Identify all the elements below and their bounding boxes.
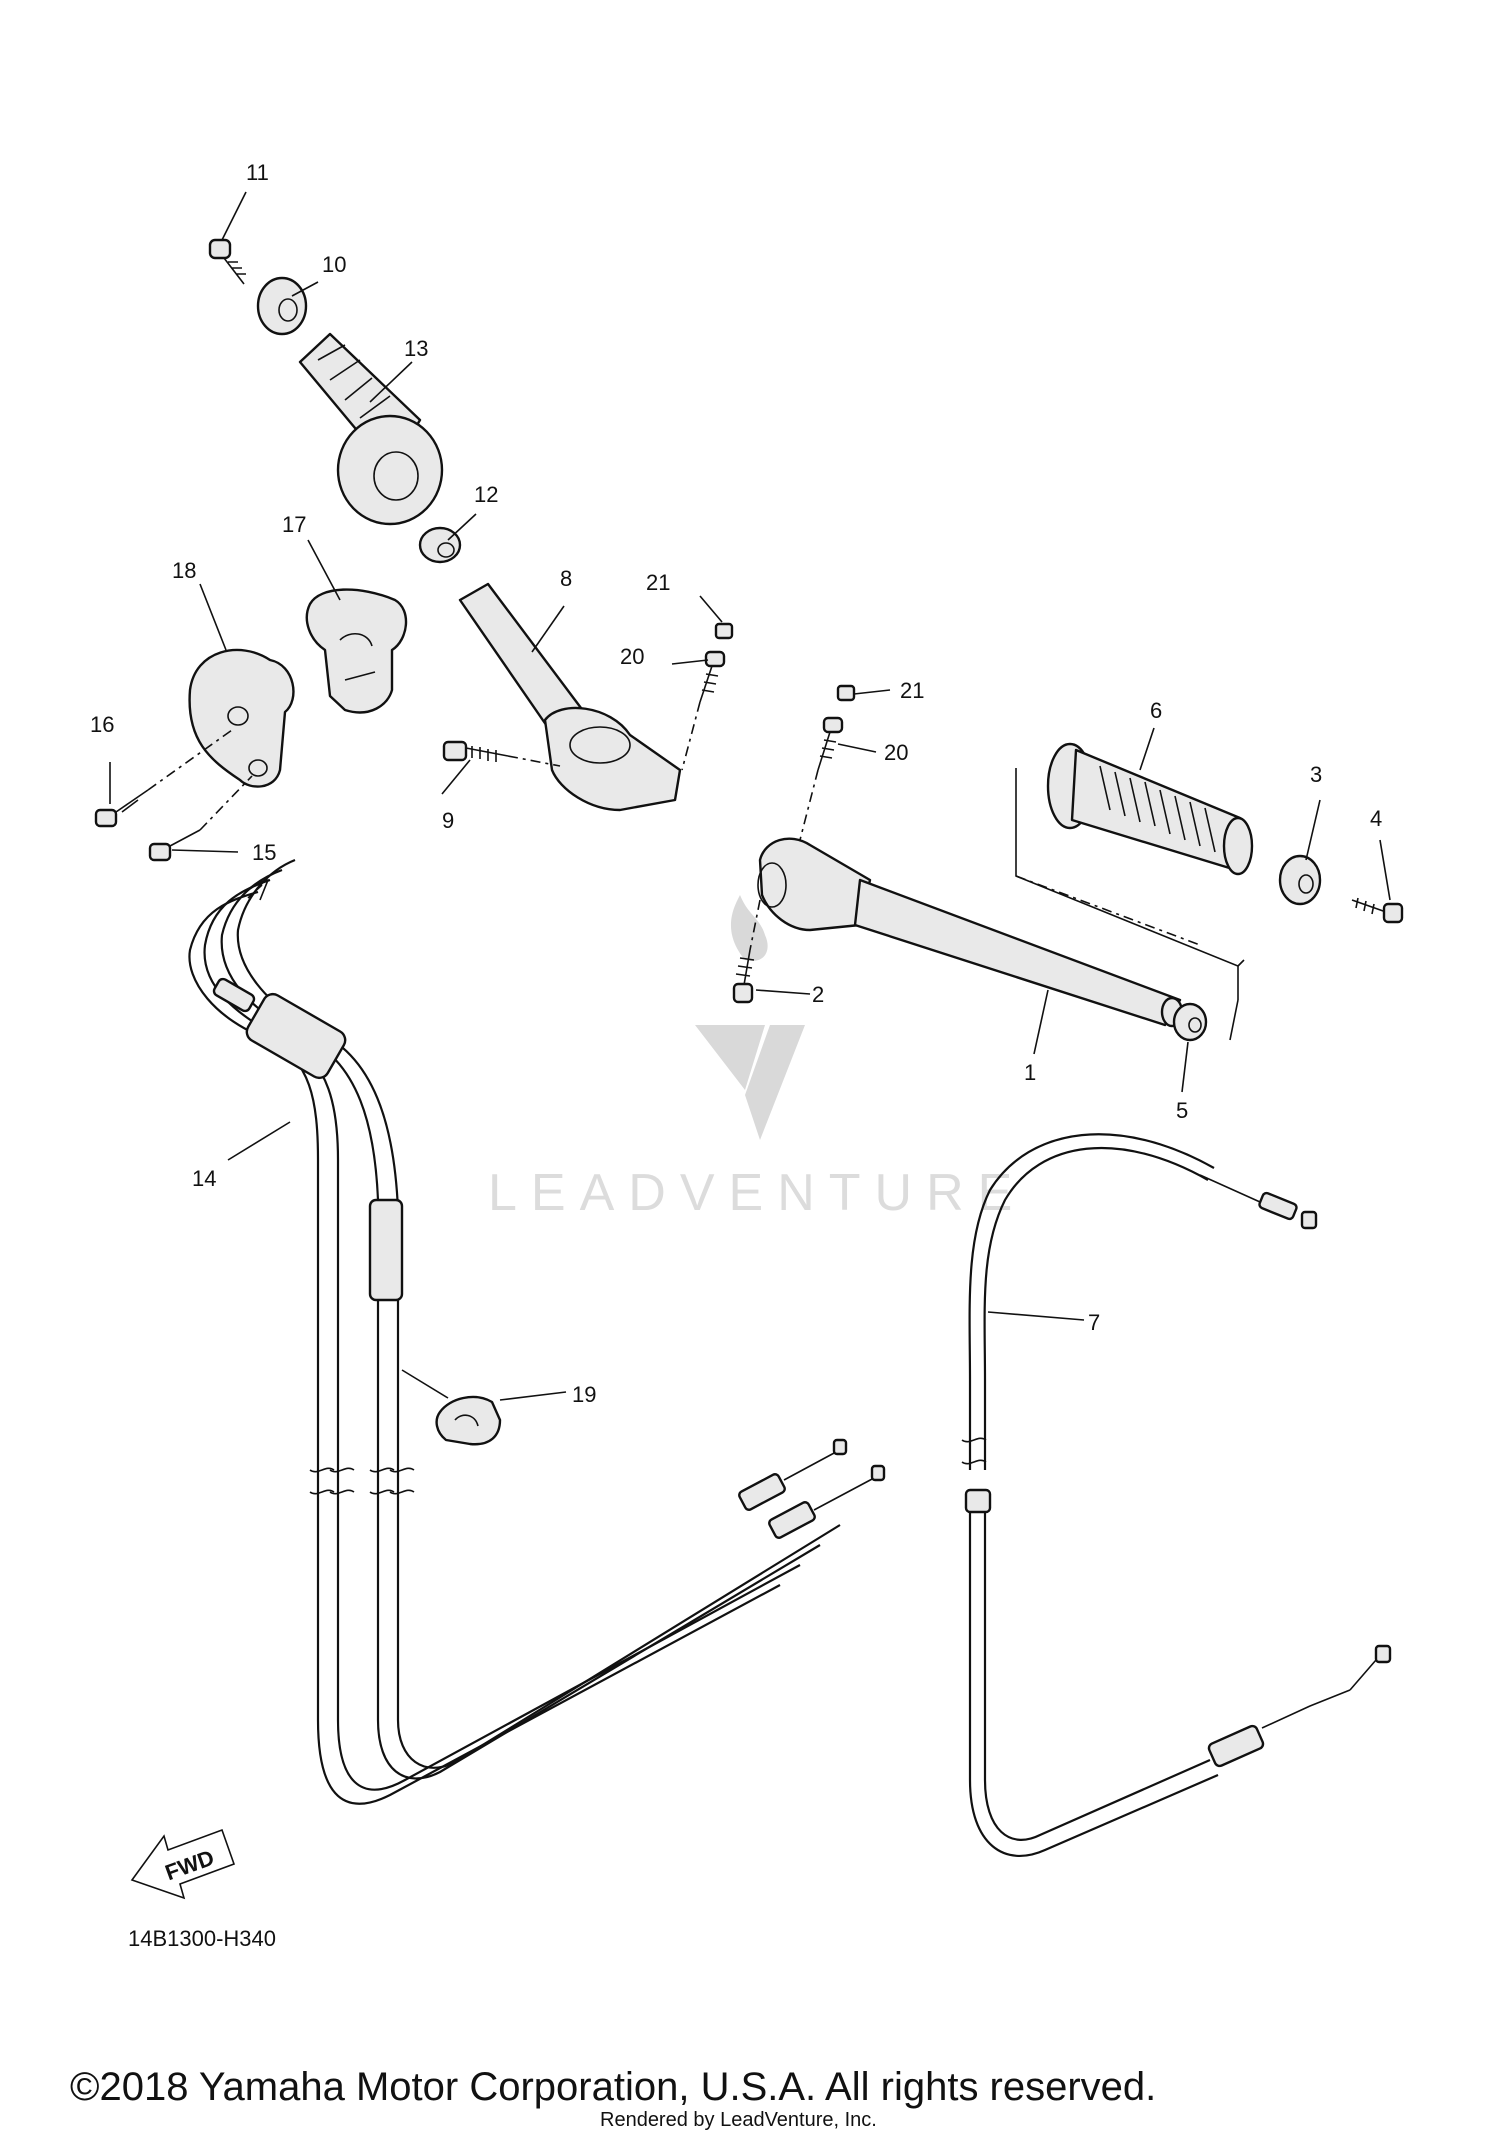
- part-19-cable-holder[interactable]: [401, 1369, 502, 1446]
- callout-10: 10: [322, 252, 346, 277]
- part-21-nut-right[interactable]: [836, 684, 856, 702]
- callout-7: 7: [1088, 1310, 1100, 1335]
- callout-3: 3: [1310, 762, 1322, 787]
- callout-17: 17: [282, 512, 306, 537]
- callout-21-right: 21: [900, 678, 924, 703]
- part-14-throttle-cables[interactable]: [188, 858, 841, 1805]
- callout-9: 9: [442, 808, 454, 833]
- part-15-bolt[interactable]: [148, 775, 253, 862]
- watermark-text: LEADVENTURE: [488, 1164, 1026, 1222]
- cable-break-marks: [309, 1467, 415, 1495]
- fwd-label: FWD: [162, 1845, 218, 1886]
- part-9-bolt[interactable]: [442, 740, 561, 767]
- part-17-switch-housing[interactable]: [305, 588, 408, 714]
- diagram-code: 14B1300-H340: [128, 1926, 276, 1951]
- callout-12: 12: [474, 482, 498, 507]
- callout-16: 16: [90, 712, 114, 737]
- part-16-bolt[interactable]: [94, 729, 233, 828]
- callout-1: 1: [1024, 1060, 1036, 1085]
- callout-19: 19: [572, 1382, 596, 1407]
- callout-15: 15: [252, 840, 276, 865]
- part-11-bolt[interactable]: [208, 238, 246, 285]
- assembly-axis: [1015, 875, 1201, 946]
- leadventure-logo-icon: LEADVENTURE: [488, 895, 1026, 1222]
- part-4-bolt[interactable]: [1351, 897, 1404, 924]
- part-10-end-weight[interactable]: [256, 276, 308, 336]
- callout-13: 13: [404, 336, 428, 361]
- throttle-cable-ends[interactable]: [738, 1438, 886, 1539]
- callout-20-left: 20: [620, 644, 644, 669]
- part-8-handlebar-left[interactable]: [458, 582, 682, 812]
- part-12-collar[interactable]: [418, 526, 462, 564]
- callout-labels: 1 2 3 4 5 6 7 8 9 10 11 12 13 14 15 16 1…: [90, 160, 1382, 1407]
- part-2-bolt[interactable]: [732, 899, 761, 1004]
- rendered-by-note: Rendered by LeadVenture, Inc.: [600, 2109, 877, 2131]
- part-13-throttle-grip[interactable]: [298, 332, 444, 526]
- callout-8: 8: [560, 566, 572, 591]
- callout-20-right: 20: [884, 740, 908, 765]
- callout-21-left: 21: [646, 570, 670, 595]
- part-5-collar[interactable]: [1172, 1002, 1208, 1042]
- part-1-handlebar-right[interactable]: [757, 837, 1184, 1028]
- assembly-frame-right: [1229, 959, 1245, 1041]
- part-3-end-weight[interactable]: [1278, 854, 1322, 906]
- part-6-grip[interactable]: [1046, 742, 1254, 876]
- part-20-bolt-left[interactable]: [681, 650, 726, 771]
- copyright-notice: ©2018 Yamaha Motor Corporation, U.S.A. A…: [70, 2065, 1156, 2109]
- callout-18: 18: [172, 558, 196, 583]
- part-19-leader-left: [401, 1369, 449, 1399]
- assembly-frame: [1015, 768, 1239, 1000]
- callout-11: 11: [246, 160, 269, 185]
- callout-5: 5: [1176, 1098, 1188, 1123]
- callout-4: 4: [1370, 806, 1382, 831]
- callout-14: 14: [192, 1166, 216, 1191]
- callout-6: 6: [1150, 698, 1162, 723]
- fwd-arrow-icon: FWD: [130, 1828, 236, 1900]
- part-20-bolt-right[interactable]: [799, 716, 844, 841]
- part-7-clutch-cable[interactable]: [961, 1133, 1392, 1857]
- leader-lines: [109, 191, 1391, 1401]
- part-18-switch-housing-rear[interactable]: [188, 648, 295, 788]
- part-21-nut-left[interactable]: [714, 622, 734, 640]
- callout-2: 2: [812, 982, 824, 1007]
